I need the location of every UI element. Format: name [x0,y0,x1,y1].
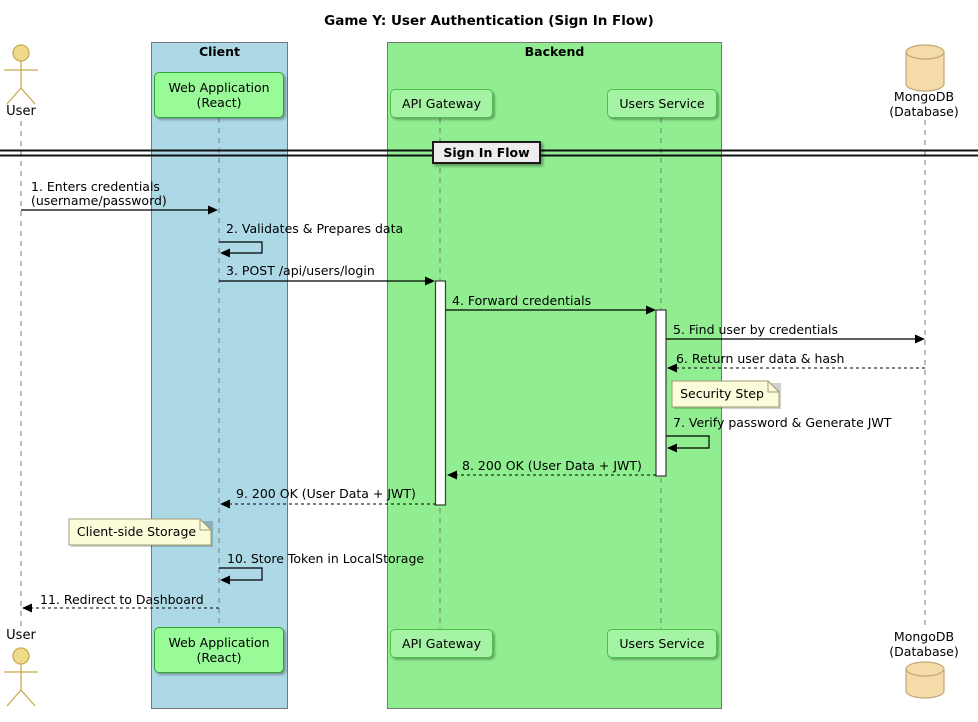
lifelines [20,118,926,629]
message-5-label: 5. Find user by credentials [673,322,839,337]
message-6-arrow [667,363,925,373]
participant-webapp-top: Web Application (React) [154,72,284,118]
users-service-label: Users Service [619,636,705,651]
note-shapes [68,380,781,547]
api-gateway-label: API Gateway [402,636,481,651]
user-label-top: User [6,104,36,119]
users-service-activation [655,309,667,477]
message-9-arrow [220,499,436,509]
webapp-label-line2: (React) [196,95,242,110]
message-8-arrow [447,470,656,480]
participant-webapp-bottom: Web Application (React) [154,627,284,673]
api-gateway-label: API Gateway [402,96,481,111]
webapp-label-line1: Web Application [168,635,270,650]
message-7-self-arrow [666,435,710,453]
message-8-label: 8. 200 OK (User Data + JWT) [462,458,642,473]
mongodb-label-bottom-line2: (Database) [889,644,959,659]
activation-bars [434,280,667,506]
divider-sign-in-flow: Sign In Flow [432,141,541,164]
user-actor-icon-bottom [4,647,38,707]
message-1-arrow [21,205,218,215]
message-1-label-line2: (username/password) [31,193,167,208]
user-label-bottom: User [6,628,36,643]
participant-users-service-top: Users Service [607,89,717,118]
client-group-box [151,42,288,709]
database-icon-bottom [905,661,945,699]
client-storage-note-label: Client-side Storage [76,524,197,539]
diagram-title: Game Y: User Authentication (Sign In Flo… [324,13,654,29]
divider-label: Sign In Flow [443,145,530,160]
message-5-arrow [666,334,925,344]
message-3-label: 3. POST /api/users/login [226,263,375,278]
mongodb-label-top-line1: MongoDB [893,89,955,104]
message-11-label: 11. Redirect to Dashboard [40,592,204,607]
api-gateway-activation [434,280,447,506]
message-1-label-line1: 1. Enters credentials [31,179,160,194]
client-group-label: Client [198,44,241,59]
participant-users-service-bottom: Users Service [607,629,717,658]
message-3-arrow [219,276,435,286]
message-4-arrow [446,305,656,315]
user-actor-icon-top [4,44,38,105]
database-icon-top [905,44,945,92]
mongodb-label-top-line2: (Database) [889,104,959,119]
webapp-label-line2: (React) [196,650,242,665]
message-2-self-arrow [219,241,263,258]
security-note-shape [671,380,780,408]
message-10-label: 10. Store Token in LocalStorage [227,551,425,566]
message-11-arrow [22,603,219,613]
message-2-label: 2. Validates & Prepares data [226,221,404,236]
client-storage-note-shape [68,518,212,546]
participant-api-gateway-top: API Gateway [390,89,493,118]
participant-api-gateway-bottom: API Gateway [390,629,493,658]
message-6-label: 6. Return user data & hash [676,351,845,366]
mongodb-label-bottom-line1: MongoDB [893,629,955,644]
message-10-self-arrow [219,567,263,585]
backend-group-label: Backend [524,44,585,59]
users-service-label: Users Service [619,96,705,111]
message-9-label: 9. 200 OK (User Data + JWT) [236,486,416,501]
security-note-label: Security Step [680,386,764,401]
message-7-label: 7. Verify password & Generate JWT [673,415,892,430]
message-4-label: 4. Forward credentials [452,293,592,308]
webapp-label-line1: Web Application [168,80,270,95]
message-arrows [21,205,925,613]
